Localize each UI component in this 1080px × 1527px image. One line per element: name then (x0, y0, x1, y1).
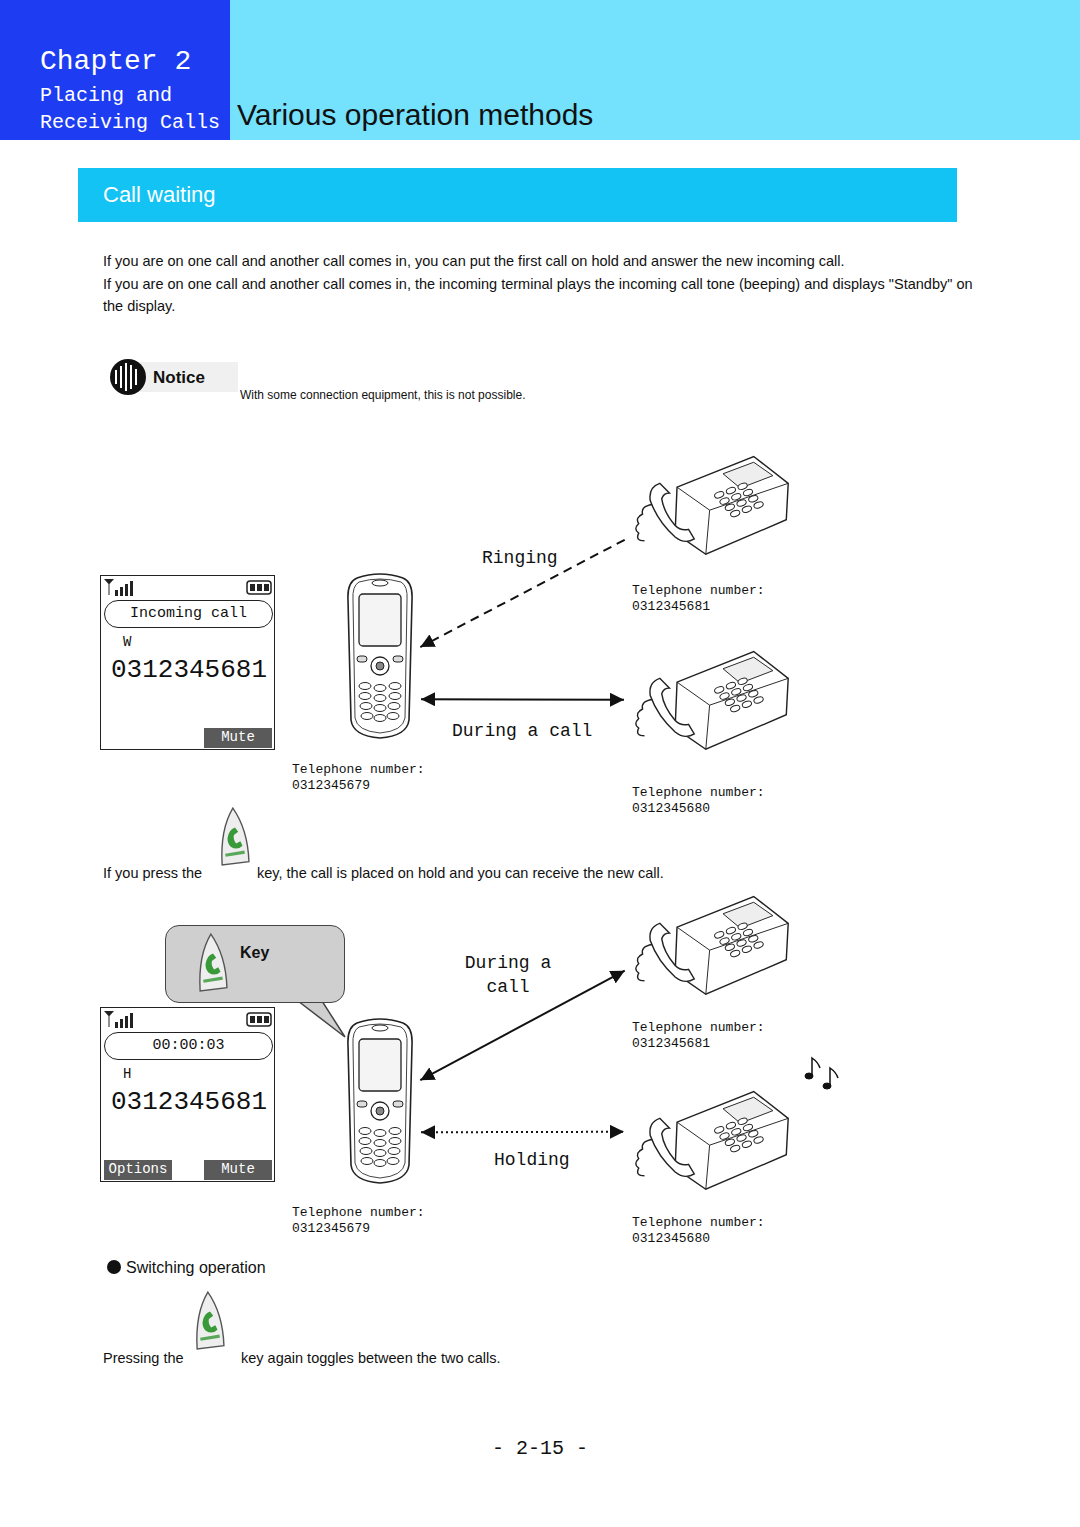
node-text: W (123, 634, 131, 652)
send-key-icon (196, 932, 232, 994)
bullet (107, 1260, 121, 1274)
phone-drawing (630, 640, 795, 755)
section-band: Call waiting (78, 168, 957, 222)
body-text: Pressing the (103, 1349, 184, 1367)
page-number: - 2-15 - (0, 1436, 1080, 1461)
node-text: Mute (221, 1161, 255, 1179)
node-text: 00:00:03 (152, 1037, 224, 1056)
connector-arrow (420, 540, 624, 647)
node-text-secondary: Placing and Receiving Calls (40, 82, 226, 136)
node-text: Telephone number: 0312345680 (632, 785, 774, 818)
desk-phone: Telephone number: 0312345681 (630, 885, 795, 1000)
connector-arrow (421, 1131, 624, 1134)
display-banner: Incoming call (104, 600, 273, 628)
body-text: key, the call is placed on hold and you … (257, 864, 664, 882)
phone-drawing (630, 885, 795, 1000)
node-text: Telephone number: 0312345680 (632, 1215, 774, 1248)
node-text-secondary: 0312345681 (111, 654, 267, 687)
mobile-phone: Telephone number: 0312345679 (345, 570, 415, 740)
node-text: Options (109, 1161, 168, 1179)
connector-label: During a call (450, 720, 594, 743)
node-text: Incoming call (130, 605, 247, 624)
node-text: Telephone number: 0312345679 (292, 1205, 434, 1238)
phone-drawing (630, 1080, 795, 1195)
key-callout: Key (165, 925, 345, 1003)
connector-label: During a call (458, 951, 558, 1000)
node-text-secondary: 0312345681 (111, 1086, 267, 1119)
status-icons (101, 576, 276, 600)
notice-icon (110, 359, 238, 395)
phone-drawing (345, 1015, 415, 1185)
node-text: Telephone number: 0312345681 (632, 583, 774, 616)
phone-screen: W 0312345681 Incoming callMute (100, 575, 275, 750)
connector-label: Holding (492, 1149, 572, 1172)
display-banner: 00:00:03 (104, 1032, 273, 1060)
desk-phone: Telephone number: 0312345680 (630, 1080, 795, 1195)
send-key-icon (197, 1292, 224, 1349)
desk-phone: Telephone number: 0312345680 (630, 640, 795, 755)
body-text: If you press the (103, 864, 202, 882)
soft-key: Mute (204, 728, 272, 748)
chapter-block: Chapter 2Placing and Receiving Calls (0, 0, 230, 140)
node-text: Chapter 2 (40, 44, 225, 79)
phone-drawing (345, 570, 415, 740)
node-text: Telephone number: 0312345679 (292, 762, 434, 795)
body-text: key again toggles between the two calls. (241, 1349, 501, 1367)
callout-tail (298, 1001, 345, 1037)
body-text: If you are on one call and another call … (103, 252, 1003, 270)
notice-heading: Notice (153, 367, 205, 388)
node-text: Call waiting (103, 181, 216, 209)
notice-text: With some connection equipment, this is … (240, 388, 525, 403)
send-key-icon (222, 808, 249, 865)
mobile-phone: Telephone number: 0312345679 (345, 1015, 415, 1185)
status-icons (101, 1008, 276, 1032)
desk-phone: Telephone number: 0312345681 (630, 445, 795, 560)
soft-key: Mute (204, 1160, 272, 1180)
node-text: H (123, 1066, 131, 1084)
connector-label: Ringing (480, 547, 560, 570)
node-text: Key (240, 943, 269, 963)
subheading: Switching operation (126, 1258, 266, 1278)
phone-drawing (630, 445, 795, 560)
soft-key: Options (104, 1160, 172, 1180)
node-text: Mute (221, 729, 255, 747)
connector-arrow (421, 698, 624, 701)
node-text: Telephone number: 0312345681 (632, 1020, 774, 1053)
music-notes (805, 1058, 838, 1089)
phone-screen: H 0312345681 00:00:03Options Mute (100, 1007, 275, 1182)
body-text: If you are on one call and another call … (103, 274, 973, 318)
page-title: Various operation methods (237, 96, 593, 134)
header-band (230, 0, 1080, 140)
